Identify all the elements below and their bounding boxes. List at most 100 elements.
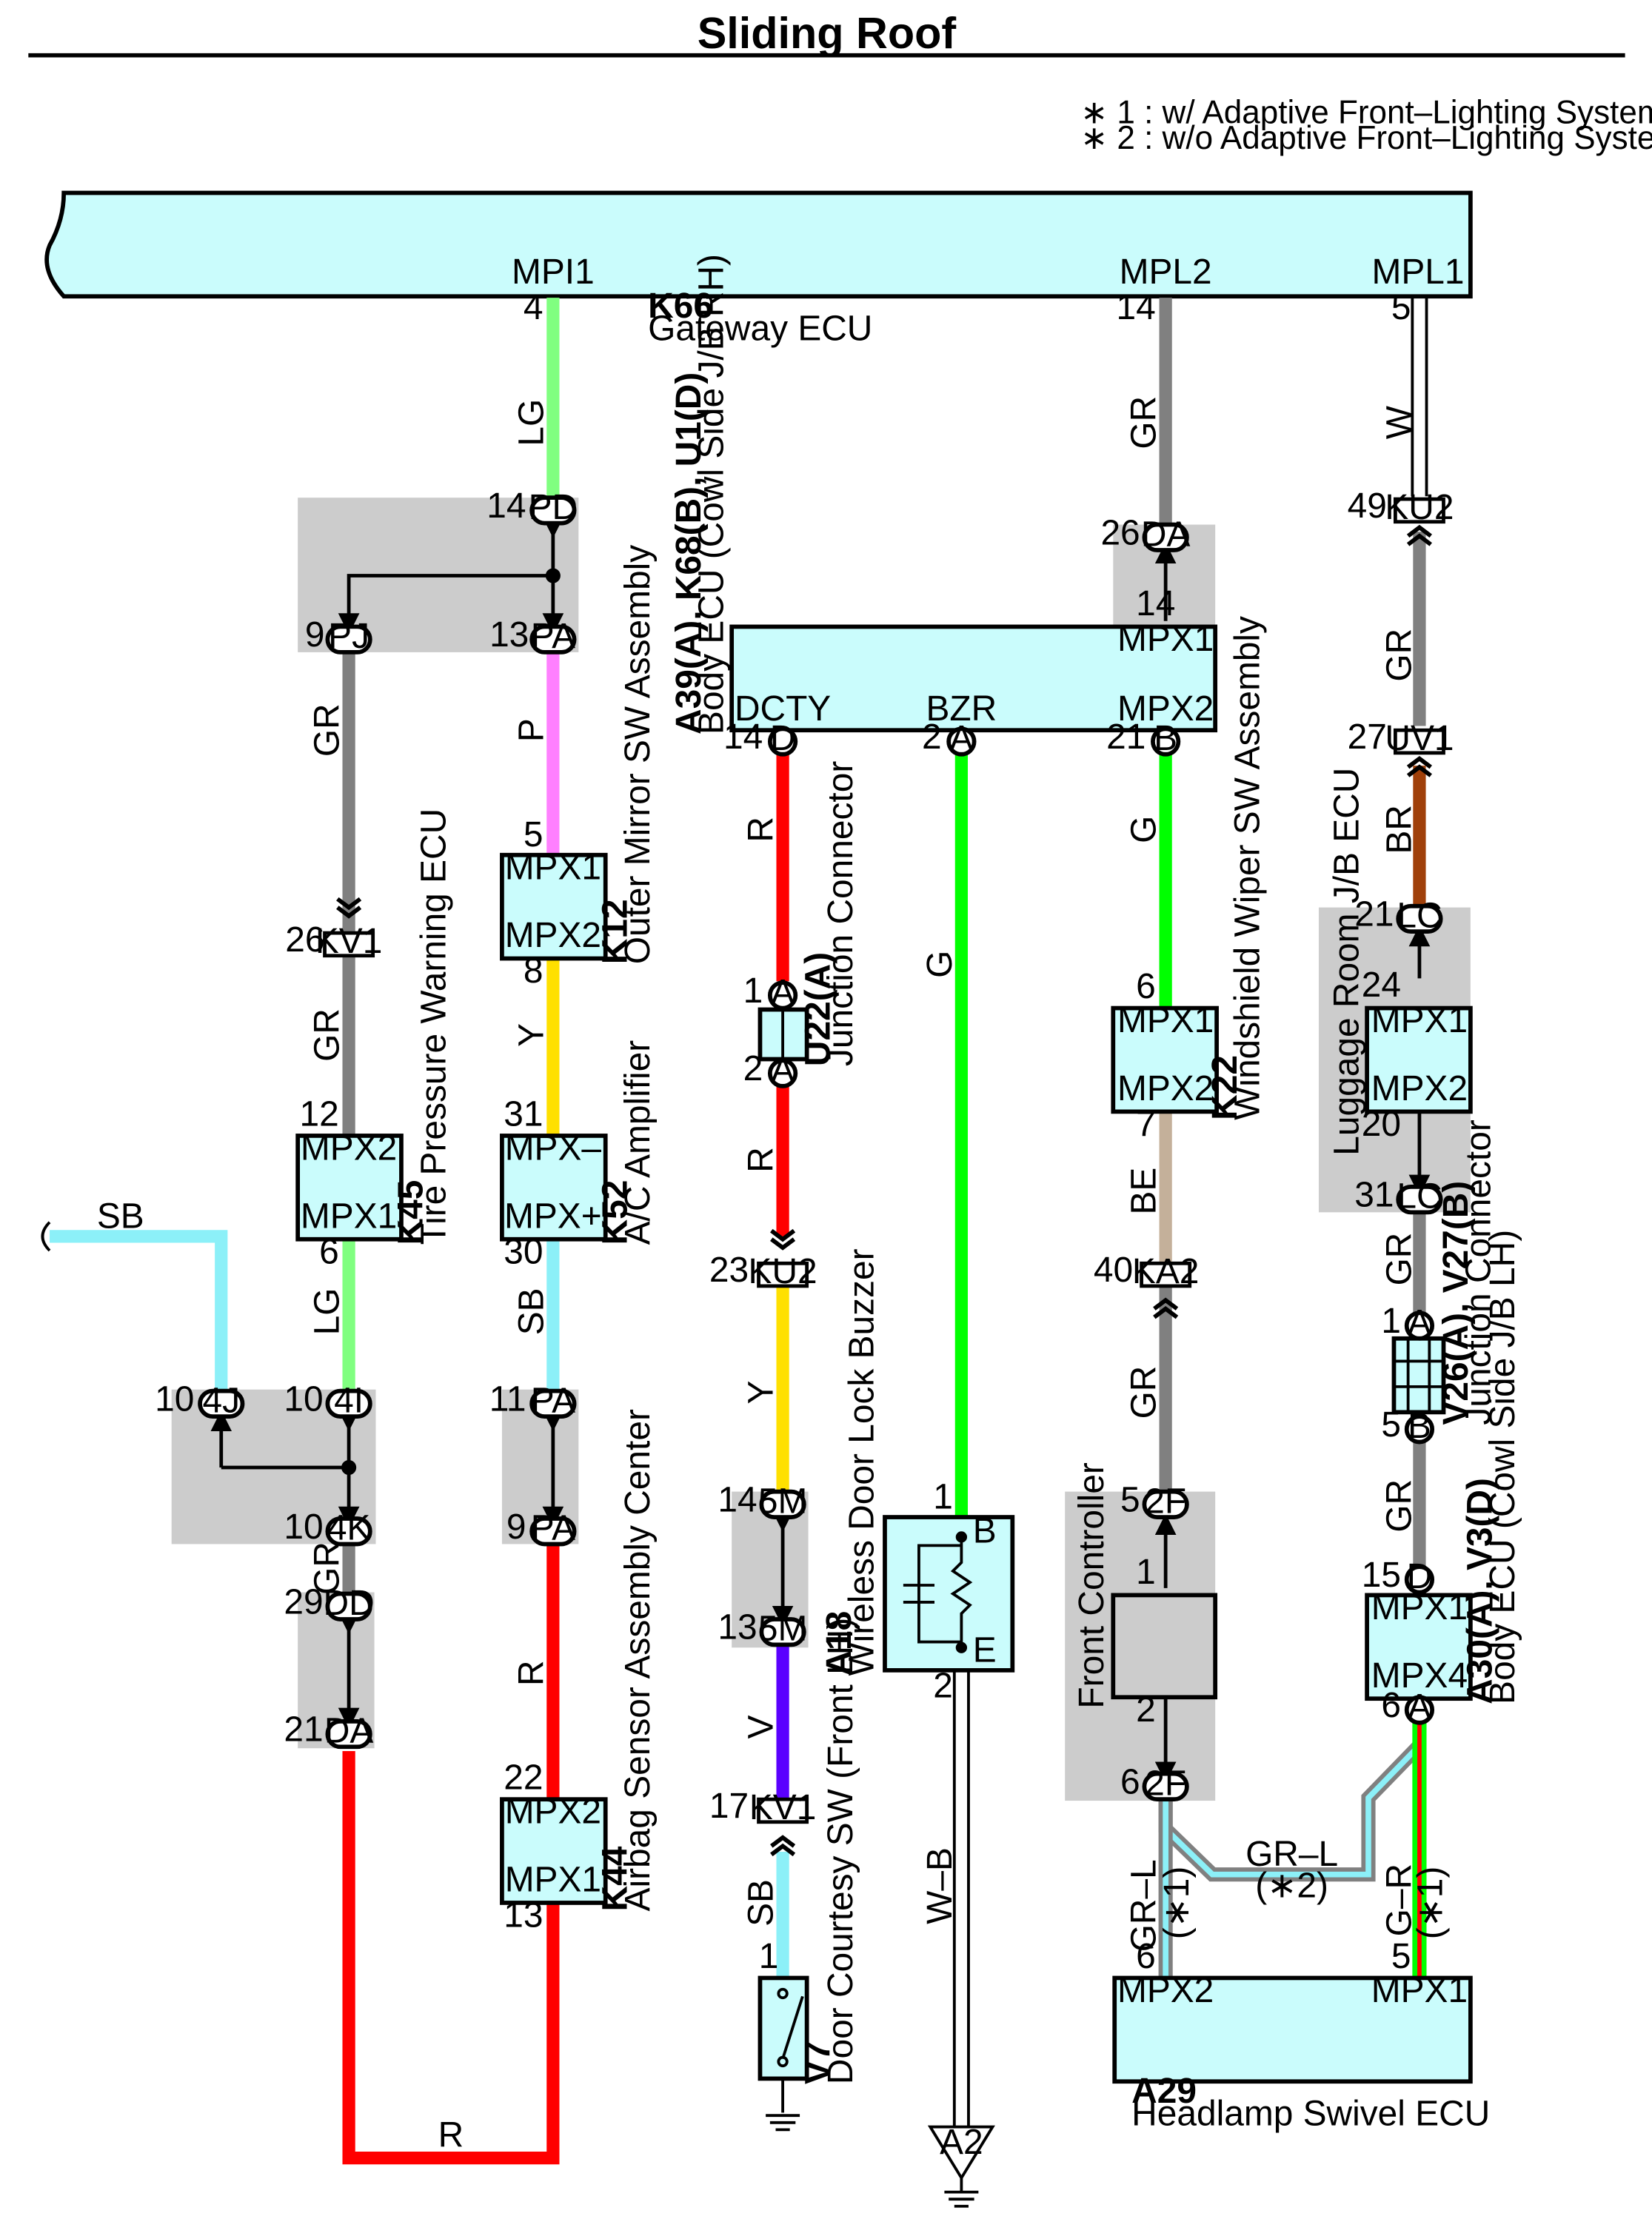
connector-dd-label: DD: [324, 1584, 375, 1623]
u22-name: Junction Connector: [821, 761, 860, 1066]
v7-id: V7: [798, 2041, 837, 2085]
wire-color-label-15: LG: [308, 1288, 347, 1335]
k22-pin-mpx1: MPX1: [1117, 1001, 1214, 1040]
pin-number-46: 6: [1381, 1686, 1401, 1725]
chevron-stroke: [1153, 1297, 1179, 1311]
wires: [41, 298, 1428, 2165]
connector-ka2-label: KA2: [1132, 1252, 1199, 1291]
wire-color-label-20: GR: [308, 1542, 347, 1595]
pin-number-25: 31: [1354, 1176, 1394, 1215]
connector-pd-top-label: PD: [529, 488, 578, 527]
k12-pin-mpx1: MPX1: [505, 848, 601, 887]
connector-a-a30: A: [1404, 1687, 1435, 1727]
pin-number-30: 1: [1381, 1302, 1401, 1341]
v26-name: Junction Connector: [1459, 1119, 1499, 1425]
pin-number-6: 14: [1136, 584, 1175, 623]
components: [295, 624, 1473, 2084]
wire-color-label-11: Y: [512, 1023, 551, 1047]
connector-2f-bottom-label: 2F: [1145, 1764, 1186, 1803]
connector-4i: 4I: [325, 1381, 372, 1420]
k66-pin-mpl2: MPL2: [1120, 252, 1212, 292]
connector-da-top-label: DA: [1141, 515, 1191, 554]
pin-number-12: 27: [1348, 717, 1387, 757]
airbag-sensor: [500, 1797, 608, 1905]
k66-pin-mpl1: MPL1: [1372, 252, 1465, 292]
pin-number-11: 21: [1106, 717, 1146, 757]
connector-v26-a-label: A: [1408, 1303, 1431, 1342]
chevron-mark-2: [336, 897, 362, 919]
connector-u22-a-top: A: [767, 973, 798, 1012]
k52-name: A/C Amplifier: [618, 1040, 658, 1245]
connector-d-dcty: D: [767, 719, 798, 758]
wire-break-left: [41, 1221, 51, 1252]
connector-d-a30-label: D: [1407, 1557, 1433, 1596]
outer-mirror-sw: [500, 852, 608, 961]
pin-number-40: 1: [1136, 1553, 1156, 1592]
k45-name: Tire Pressure Warning ECU: [414, 809, 453, 1245]
connector-2f-top-label: 2F: [1145, 1482, 1186, 1521]
a18-pin-e: E: [973, 1630, 997, 1670]
wire-color-label-10: GR: [308, 1008, 347, 1062]
wire-color-label-21: R: [512, 1660, 551, 1686]
connector-v27-b-label: B: [1408, 1407, 1431, 1446]
connector-dd: DD: [324, 1584, 375, 1623]
pin-number-34: 11: [489, 1379, 526, 1419]
a18-pin-b: B: [973, 1512, 997, 1551]
connector-4k: 4K: [325, 1509, 372, 1548]
wire-color-label-7: G: [920, 951, 960, 978]
k52-pin-mpx-plus: MPX+: [504, 1196, 602, 1236]
pin-number-39: 1: [933, 1478, 953, 1517]
chevron-group: [336, 524, 1432, 1857]
connector-5m-top: 5M: [758, 1482, 807, 1521]
pin-number-44: 2: [933, 1666, 953, 1705]
a39-pin-mpx2: MPX2: [1117, 689, 1214, 729]
junction-internals: [210, 517, 1431, 1784]
front-controller-name: Front Controller: [1072, 1462, 1111, 1709]
k45-pin-mpx1: MPX1: [301, 1196, 397, 1236]
component-internals: [766, 1009, 1444, 2208]
connector-da-bottom: DA: [324, 1712, 374, 1751]
pin-number-26: 6: [319, 1232, 339, 1271]
connector-u22-a-top-label: A: [771, 973, 795, 1012]
a39-id: A39(A), K68(B), U1(D): [669, 372, 709, 734]
headlamp-swivel-ecu: [1112, 1975, 1473, 2084]
a29-id: A29: [1131, 2072, 1197, 2111]
connector-d-dcty-label: D: [770, 719, 796, 758]
connector-5m-top-label: 5M: [758, 1482, 807, 1521]
k66-id: K66: [648, 287, 713, 326]
wire-color-label-22: V: [742, 1715, 781, 1738]
k44-pin-mpx1: MPX1: [505, 1861, 601, 1900]
pin-number-0: 4: [524, 288, 544, 327]
k44-pin-mpx2: MPX2: [505, 1793, 601, 1832]
wire-color-label-26: G–R: [1380, 1864, 1419, 1936]
connector-uv1-label: UV1: [1385, 719, 1454, 758]
ac-amplifier: [500, 1134, 608, 1242]
pin-number-43: 13: [718, 1608, 757, 1647]
k45-pin-mpx2: MPX2: [301, 1128, 397, 1168]
connector-lc-bottom: LC: [1396, 1177, 1443, 1216]
connector-ka2: KA2: [1132, 1252, 1199, 1291]
gateway-ecu-bar: [44, 190, 1473, 299]
pin-number-29: 40: [1094, 1251, 1133, 1290]
pin-number-13: 5: [524, 815, 544, 854]
connector-pa-top-label: PA: [531, 617, 575, 656]
ground-a2-label: A2: [940, 2123, 983, 2162]
connector-5m-bottom: 5M: [758, 1610, 807, 1649]
wire-color-label-25: GR–L: [1125, 1859, 1164, 1952]
k44-id: K44: [595, 1846, 635, 1911]
pin-number-49: 22: [504, 1758, 543, 1798]
connector-ku2-top: KU2: [1385, 488, 1454, 527]
a30-name: Body ECU (Cowl Side J/B LH): [1483, 1230, 1522, 1704]
chevron-stroke: [770, 1237, 796, 1251]
chevron-mark-3: [770, 1228, 796, 1251]
chevron-stroke: [770, 1843, 796, 1857]
luggage-room-name: Luggage Room J/B ECU: [1328, 768, 1367, 1156]
connector-v27-b: B: [1404, 1407, 1435, 1446]
page-title: Sliding Roof: [698, 8, 957, 58]
pin-number-10: 2: [922, 717, 942, 757]
pin-number-3: 14: [486, 486, 526, 526]
a30-pin-mpx1: MPX1: [1371, 1588, 1468, 1627]
wire-color-label-18: GR: [1125, 1366, 1164, 1419]
wire-color-label-6: R: [742, 817, 781, 843]
